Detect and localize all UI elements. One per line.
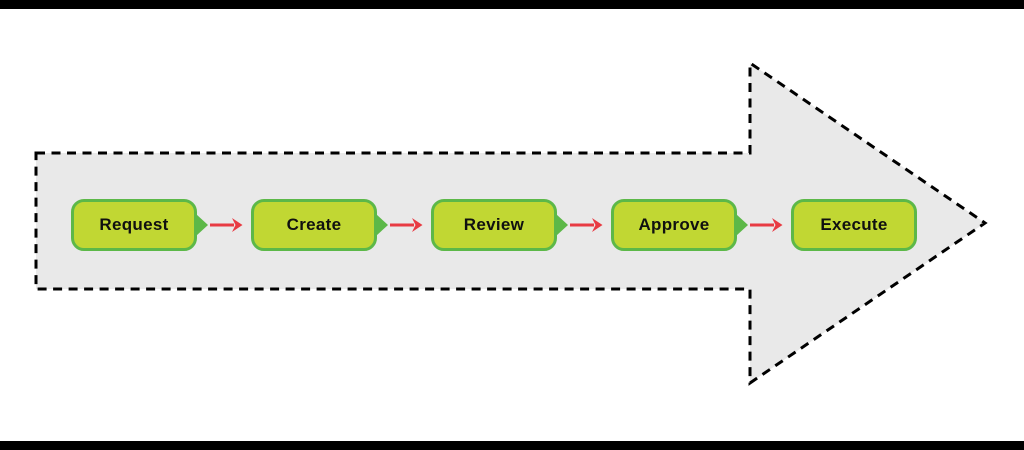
flow-arrow-icon xyxy=(210,218,243,232)
step-label: Review xyxy=(463,215,525,234)
step-pointer-icon xyxy=(556,214,568,236)
flow-arrow-icon xyxy=(570,218,603,232)
step-label: Create xyxy=(286,215,342,234)
top-border-bar xyxy=(0,0,1024,9)
step-pointer-icon xyxy=(196,214,208,236)
step-box-approve: Approve xyxy=(611,199,748,251)
step-box-request: Request xyxy=(71,199,208,251)
flow-arrow-icon xyxy=(750,218,783,232)
step-box-create: Create xyxy=(251,199,388,251)
step-label: Request xyxy=(99,215,169,234)
step-box-review: Review xyxy=(431,199,568,251)
flow-arrow-icon xyxy=(390,218,423,232)
step-box-execute: Execute xyxy=(791,199,917,251)
step-label: Approve xyxy=(638,215,710,234)
bottom-border-bar xyxy=(0,441,1024,450)
step-pointer-icon xyxy=(376,214,388,236)
step-label: Execute xyxy=(820,215,888,234)
step-pointer-icon xyxy=(736,214,748,236)
